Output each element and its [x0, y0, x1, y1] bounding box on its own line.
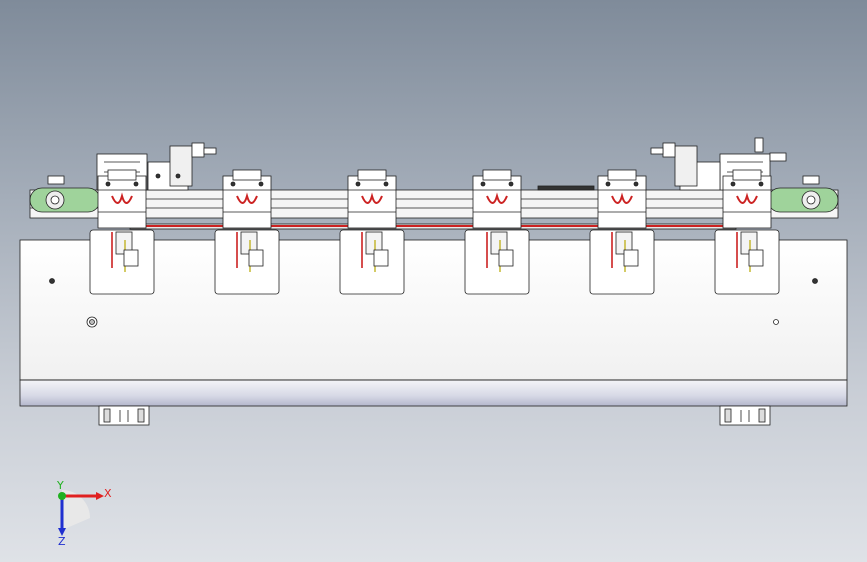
station-plate: [339, 229, 405, 295]
station-sensor: [248, 249, 264, 267]
station-cap: [732, 169, 762, 181]
station-5: [589, 169, 655, 295]
station-2: [214, 169, 280, 295]
station-head: [472, 175, 522, 229]
station-head: [97, 175, 147, 229]
station-cap: [107, 169, 137, 181]
left-foot: [98, 405, 150, 426]
station-sensor: [123, 249, 139, 267]
station-jaw: [111, 192, 133, 204]
station-cap: [607, 169, 637, 181]
z-axis-head: [58, 528, 66, 536]
station-plate: [714, 229, 780, 295]
station-jaw: [236, 192, 258, 204]
station-sensor: [373, 249, 389, 267]
station-group: [89, 169, 780, 295]
station-head: [347, 175, 397, 229]
station-1: [89, 169, 155, 295]
triad-plane-arc: [62, 490, 90, 530]
station-sensor: [623, 249, 639, 267]
y-axis-label: Y: [56, 479, 64, 492]
right-foot: [719, 405, 771, 426]
y-axis-dot: [58, 492, 66, 500]
station-cap: [357, 169, 387, 181]
coordinate-triad[interactable]: X Y Z: [56, 479, 112, 548]
station-head: [722, 175, 772, 229]
x-axis-head: [96, 492, 104, 500]
station-sensor: [498, 249, 514, 267]
left-drive-wheel: [29, 175, 101, 213]
right-drive-wheel: [767, 175, 839, 213]
station-plate: [464, 229, 530, 295]
z-axis-label: Z: [58, 535, 66, 548]
station-head: [597, 175, 647, 229]
station-plate: [589, 229, 655, 295]
station-jaw: [361, 192, 383, 204]
station-cap: [482, 169, 512, 181]
belt-slot: [537, 185, 595, 191]
station-jaw: [486, 192, 508, 204]
station-plate: [214, 229, 280, 295]
station-jaw: [736, 192, 758, 204]
station-head: [222, 175, 272, 229]
station-4: [464, 169, 530, 295]
station-3: [339, 169, 405, 295]
conveyor-belt: [29, 189, 839, 230]
station-6: [714, 169, 780, 295]
station-cap: [232, 169, 262, 181]
station-plate: [89, 229, 155, 295]
base-frame: [19, 239, 848, 407]
station-jaw: [611, 192, 633, 204]
machine-model: [19, 137, 848, 426]
x-axis-label: X: [104, 487, 112, 500]
station-sensor: [748, 249, 764, 267]
